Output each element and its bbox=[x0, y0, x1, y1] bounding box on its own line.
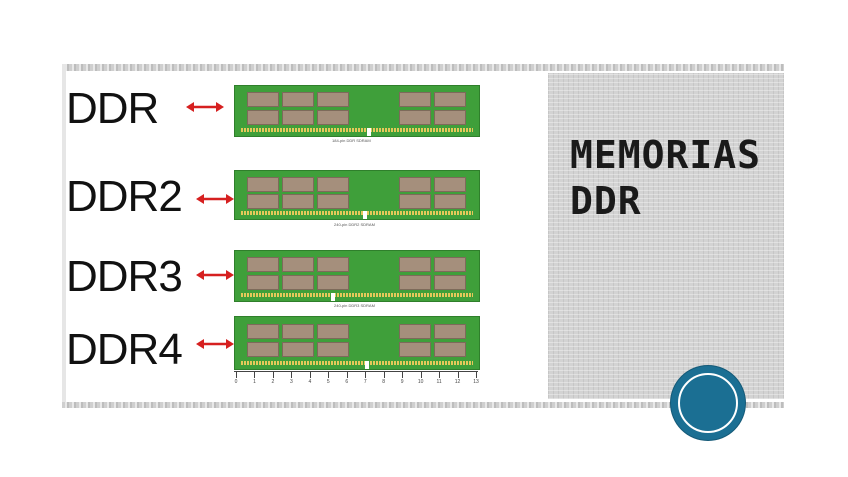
ruler-tick-label: 4 bbox=[308, 379, 312, 385]
ruler-tick bbox=[309, 372, 311, 378]
ruler-tick-label: 9 bbox=[400, 379, 404, 385]
ruler-tick bbox=[402, 372, 404, 378]
ruler-tick-label: 13 bbox=[473, 379, 479, 385]
slide-title: MEMORIAS DDR bbox=[570, 133, 762, 223]
ruler-tick-label: 8 bbox=[382, 379, 386, 385]
ruler-tick bbox=[439, 372, 441, 378]
ruler-tick-label: 10 bbox=[417, 379, 424, 385]
ddr3-memory-module bbox=[234, 250, 480, 302]
label-ddr4: DDR4 bbox=[66, 325, 183, 374]
module-caption: 184-pin DDR SDRAM bbox=[332, 138, 371, 143]
double-arrow-icon bbox=[186, 102, 224, 112]
ram-comparison-image: DDR DDR2 DDR3 DDR4 184-pin DDR SDRAM 240… bbox=[66, 84, 480, 392]
decorative-circle-ring bbox=[678, 373, 738, 433]
ruler-tick bbox=[476, 372, 477, 378]
ruler-tick bbox=[291, 372, 293, 378]
frame-bottom-border bbox=[62, 402, 784, 408]
frame-left-border bbox=[62, 64, 66, 408]
module-caption: 240-pin DDR2 SDRAM bbox=[334, 222, 375, 227]
label-ddr3: DDR3 bbox=[66, 252, 183, 301]
ruler-tick bbox=[346, 372, 348, 378]
ruler-tick-label: 0 bbox=[234, 379, 238, 385]
ruler-tick bbox=[383, 372, 385, 378]
ddr2-memory-module bbox=[234, 170, 480, 220]
ruler-tick-label: 12 bbox=[454, 379, 461, 385]
ruler-tick bbox=[420, 372, 422, 378]
ruler-tick-label: 11 bbox=[436, 379, 442, 385]
ruler-tick bbox=[236, 372, 237, 378]
ruler-tick bbox=[272, 372, 274, 378]
ruler-tick-label: 7 bbox=[363, 379, 367, 385]
double-arrow-icon bbox=[196, 270, 234, 280]
ruler-tick-label: 2 bbox=[271, 379, 275, 385]
label-ddr: DDR bbox=[66, 84, 159, 133]
ddr-memory-module bbox=[234, 85, 480, 137]
double-arrow-icon bbox=[196, 194, 234, 204]
ruler-tick-label: 6 bbox=[345, 379, 349, 385]
title-panel bbox=[548, 73, 784, 399]
double-arrow-icon bbox=[196, 339, 234, 349]
ruler-tick-label: 1 bbox=[253, 379, 256, 385]
ruler-tick bbox=[328, 372, 330, 378]
decorative-circle bbox=[671, 366, 745, 440]
ruler-tick bbox=[254, 372, 256, 378]
ruler-tick bbox=[365, 372, 367, 378]
frame-top-border bbox=[62, 64, 784, 71]
ruler-tick-label: 5 bbox=[326, 379, 330, 385]
module-caption: 240-pin DDR3 SDRAM bbox=[334, 303, 375, 308]
ruler-tick bbox=[457, 372, 459, 378]
ddr4-memory-module bbox=[234, 316, 480, 370]
label-ddr2: DDR2 bbox=[66, 172, 183, 221]
ruler-tick-label: 3 bbox=[289, 379, 293, 385]
